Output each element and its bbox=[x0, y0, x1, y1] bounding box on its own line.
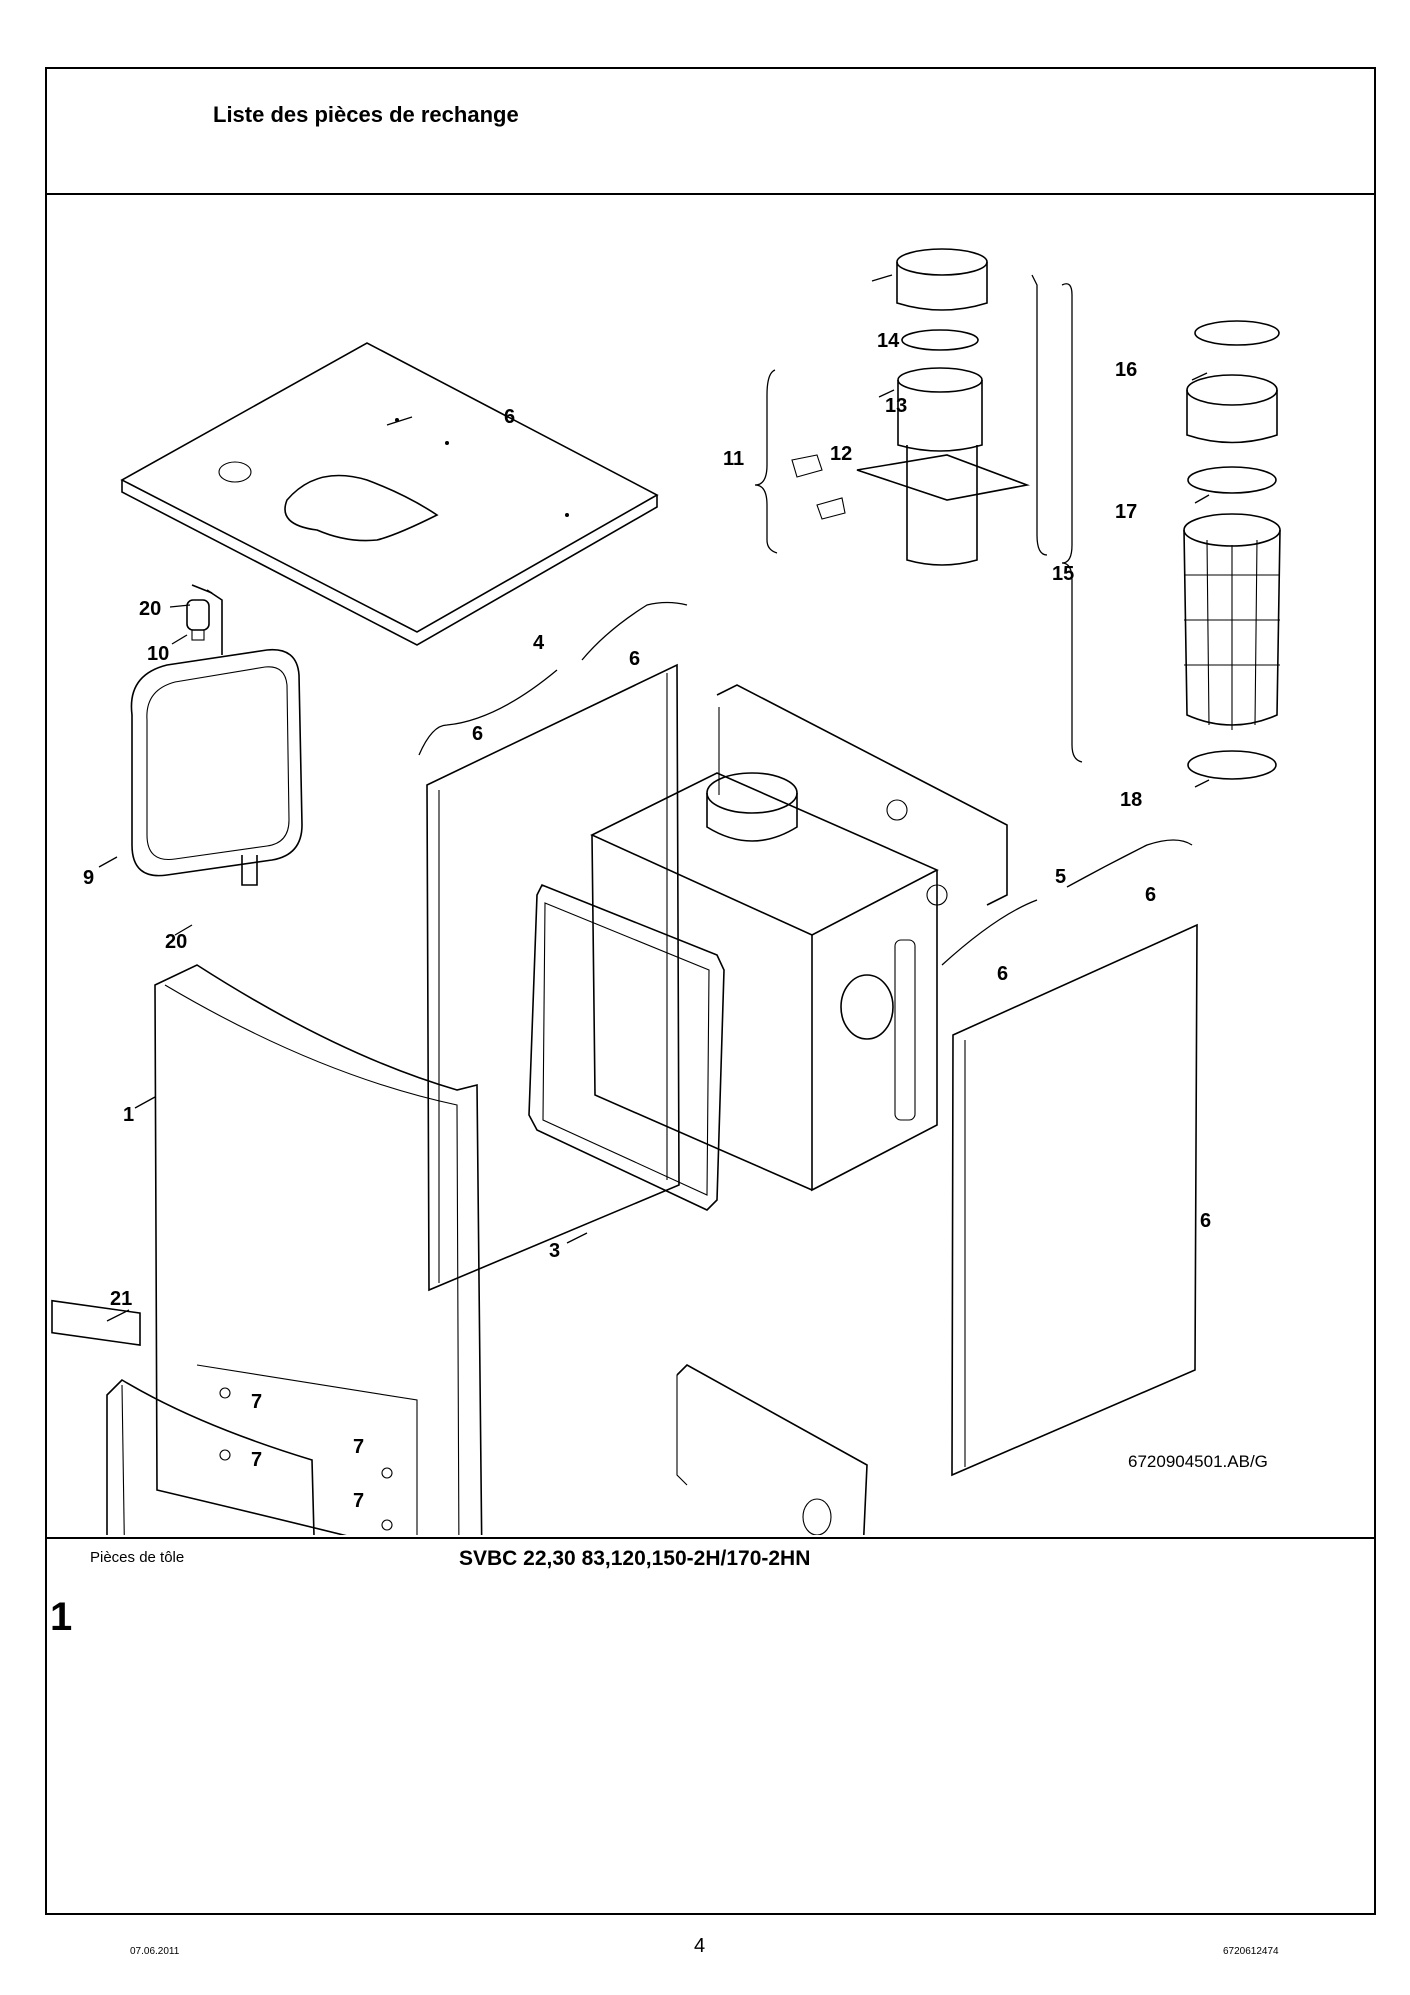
leader-9 bbox=[171, 634, 188, 645]
model-designation: SVBC 22,30 83,120,150-2H/170-2HN bbox=[459, 1547, 811, 1570]
footer-divider bbox=[45, 1537, 1376, 1539]
diagram-drawing: 6 11 12 13 14 15 16 17 18 20 10 4 6 6 9 … bbox=[51, 248, 1281, 1535]
label-3: 3 bbox=[549, 1240, 560, 1262]
header-divider bbox=[45, 193, 1376, 195]
label-11: 11 bbox=[723, 448, 744, 470]
part-top-cover bbox=[120, 342, 659, 646]
label-20b: 20 bbox=[165, 931, 187, 953]
part-flue-assembly bbox=[791, 248, 1281, 780]
part-expansion-vessel bbox=[130, 648, 303, 886]
label-14: 14 bbox=[877, 330, 900, 352]
label-10: 6 bbox=[504, 406, 515, 428]
leader-18 bbox=[1194, 779, 1210, 788]
leader-20b bbox=[174, 924, 193, 936]
label-15: 15 bbox=[1052, 563, 1074, 585]
document-number: 6720612474 bbox=[1223, 1946, 1279, 1957]
label-6b: 6 bbox=[472, 723, 483, 745]
leader-8 bbox=[98, 856, 118, 868]
label-1: 1 bbox=[123, 1104, 134, 1126]
leader-3 bbox=[566, 1232, 588, 1244]
label-5: 5 bbox=[1055, 866, 1066, 888]
label-6e: 6 bbox=[1200, 1210, 1211, 1232]
bracket-5-right bbox=[1066, 839, 1193, 888]
page-title: Liste des pièces de rechange bbox=[213, 102, 519, 127]
label-20a: 20 bbox=[139, 598, 161, 620]
part-lower-door bbox=[106, 1378, 315, 1535]
part-air-vent bbox=[186, 584, 223, 655]
label-6c: 6 bbox=[1145, 884, 1156, 906]
label-8: 9 bbox=[83, 867, 94, 889]
label-7c: 7 bbox=[353, 1436, 364, 1458]
page-frame bbox=[45, 67, 1376, 1915]
leader-16 bbox=[1191, 372, 1208, 381]
leader-17 bbox=[1194, 494, 1210, 504]
section-number: 1 bbox=[50, 1595, 73, 1639]
bracket-15 bbox=[1061, 283, 1083, 763]
bracket-4-right bbox=[581, 601, 688, 661]
part-bottom-bracket bbox=[676, 1364, 868, 1535]
label-16: 16 bbox=[1115, 359, 1137, 381]
label-7b: 7 bbox=[251, 1449, 262, 1471]
section-name: Pièces de tôle bbox=[90, 1549, 185, 1566]
label-18: 18 bbox=[1120, 789, 1142, 811]
part-combustion-chamber bbox=[590, 772, 939, 1192]
label-17: 17 bbox=[1115, 501, 1137, 523]
exploded-parts-diagram: 6 11 12 13 14 15 16 17 18 20 10 4 6 6 9 … bbox=[47, 195, 1374, 1535]
part-left-side-panel bbox=[426, 663, 680, 1292]
leader-10 bbox=[386, 416, 413, 426]
label-4: 4 bbox=[533, 632, 545, 654]
leader-13 bbox=[878, 389, 895, 398]
leader-14 bbox=[871, 274, 893, 282]
leader-1 bbox=[134, 1096, 156, 1109]
drawing-reference: 6720904501.AB/G bbox=[1128, 1452, 1268, 1471]
part-back-frame bbox=[716, 684, 1008, 906]
leader-20a bbox=[169, 604, 191, 608]
page-number: 4 bbox=[694, 1935, 706, 1957]
part-door-seal bbox=[528, 883, 725, 1211]
label-12: 12 bbox=[830, 443, 852, 465]
part-badge bbox=[51, 1299, 141, 1346]
label-7a: 7 bbox=[251, 1391, 262, 1413]
part-right-side-panel bbox=[951, 923, 1198, 1477]
bracket-4-left bbox=[418, 669, 558, 756]
document-date: 07.06.2011 bbox=[130, 1946, 180, 1957]
label-21: 21 bbox=[110, 1288, 132, 1310]
leader-21 bbox=[106, 1309, 130, 1322]
label-7d: 7 bbox=[353, 1490, 364, 1512]
label-6d: 6 bbox=[997, 963, 1008, 985]
part-front-casing bbox=[154, 964, 483, 1535]
bracket-5-left bbox=[941, 899, 1038, 966]
label-13: 13 bbox=[885, 395, 907, 417]
label-6a: 6 bbox=[629, 648, 640, 670]
bracket-15-upper bbox=[1031, 274, 1048, 556]
bracket-11 bbox=[754, 369, 778, 554]
label-9: 10 bbox=[147, 643, 169, 665]
